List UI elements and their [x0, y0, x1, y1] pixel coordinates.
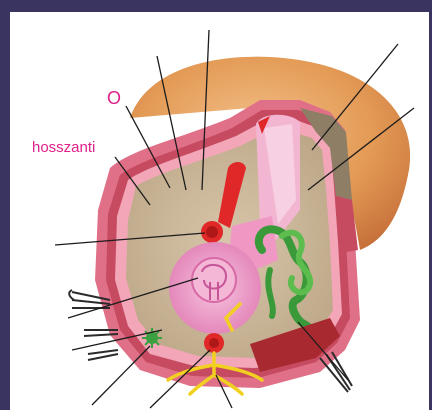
label-hosszanti: hosszanti: [32, 140, 95, 155]
label-o: O: [107, 89, 121, 107]
